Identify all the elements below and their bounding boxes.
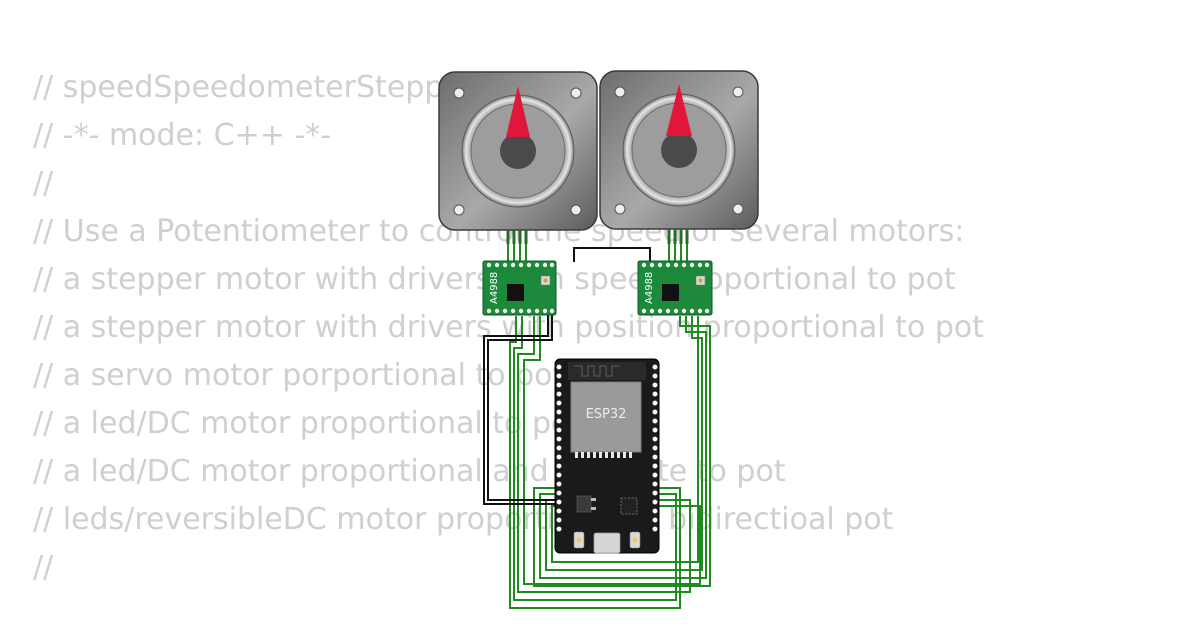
code-line: // <box>33 166 54 201</box>
code-line: // Use a Potentiometer to control the sp… <box>33 214 965 249</box>
a4988-driver-2[interactable]: A4988 <box>637 260 713 316</box>
code-line: // a stepper motor with drivers with pos… <box>33 310 984 345</box>
usb-port-icon <box>593 532 621 554</box>
driver-label: A4988 <box>644 272 655 304</box>
code-line: // -*- mode: C++ -*- <box>33 118 332 153</box>
needle-icon <box>506 86 530 137</box>
stepper-motor-2[interactable] <box>599 70 759 244</box>
esp32-label: ESP32 <box>586 407 627 422</box>
green-wires <box>509 316 711 609</box>
code-line: // <box>33 550 54 585</box>
needle-icon <box>666 84 692 136</box>
stepper-motor-1[interactable] <box>438 71 598 244</box>
driver-label: A4988 <box>489 272 500 304</box>
esp32-board[interactable]: ESP32 <box>554 358 660 554</box>
a4988-driver-1[interactable]: A4988 <box>482 260 557 316</box>
motor-driver-wires <box>507 244 688 262</box>
